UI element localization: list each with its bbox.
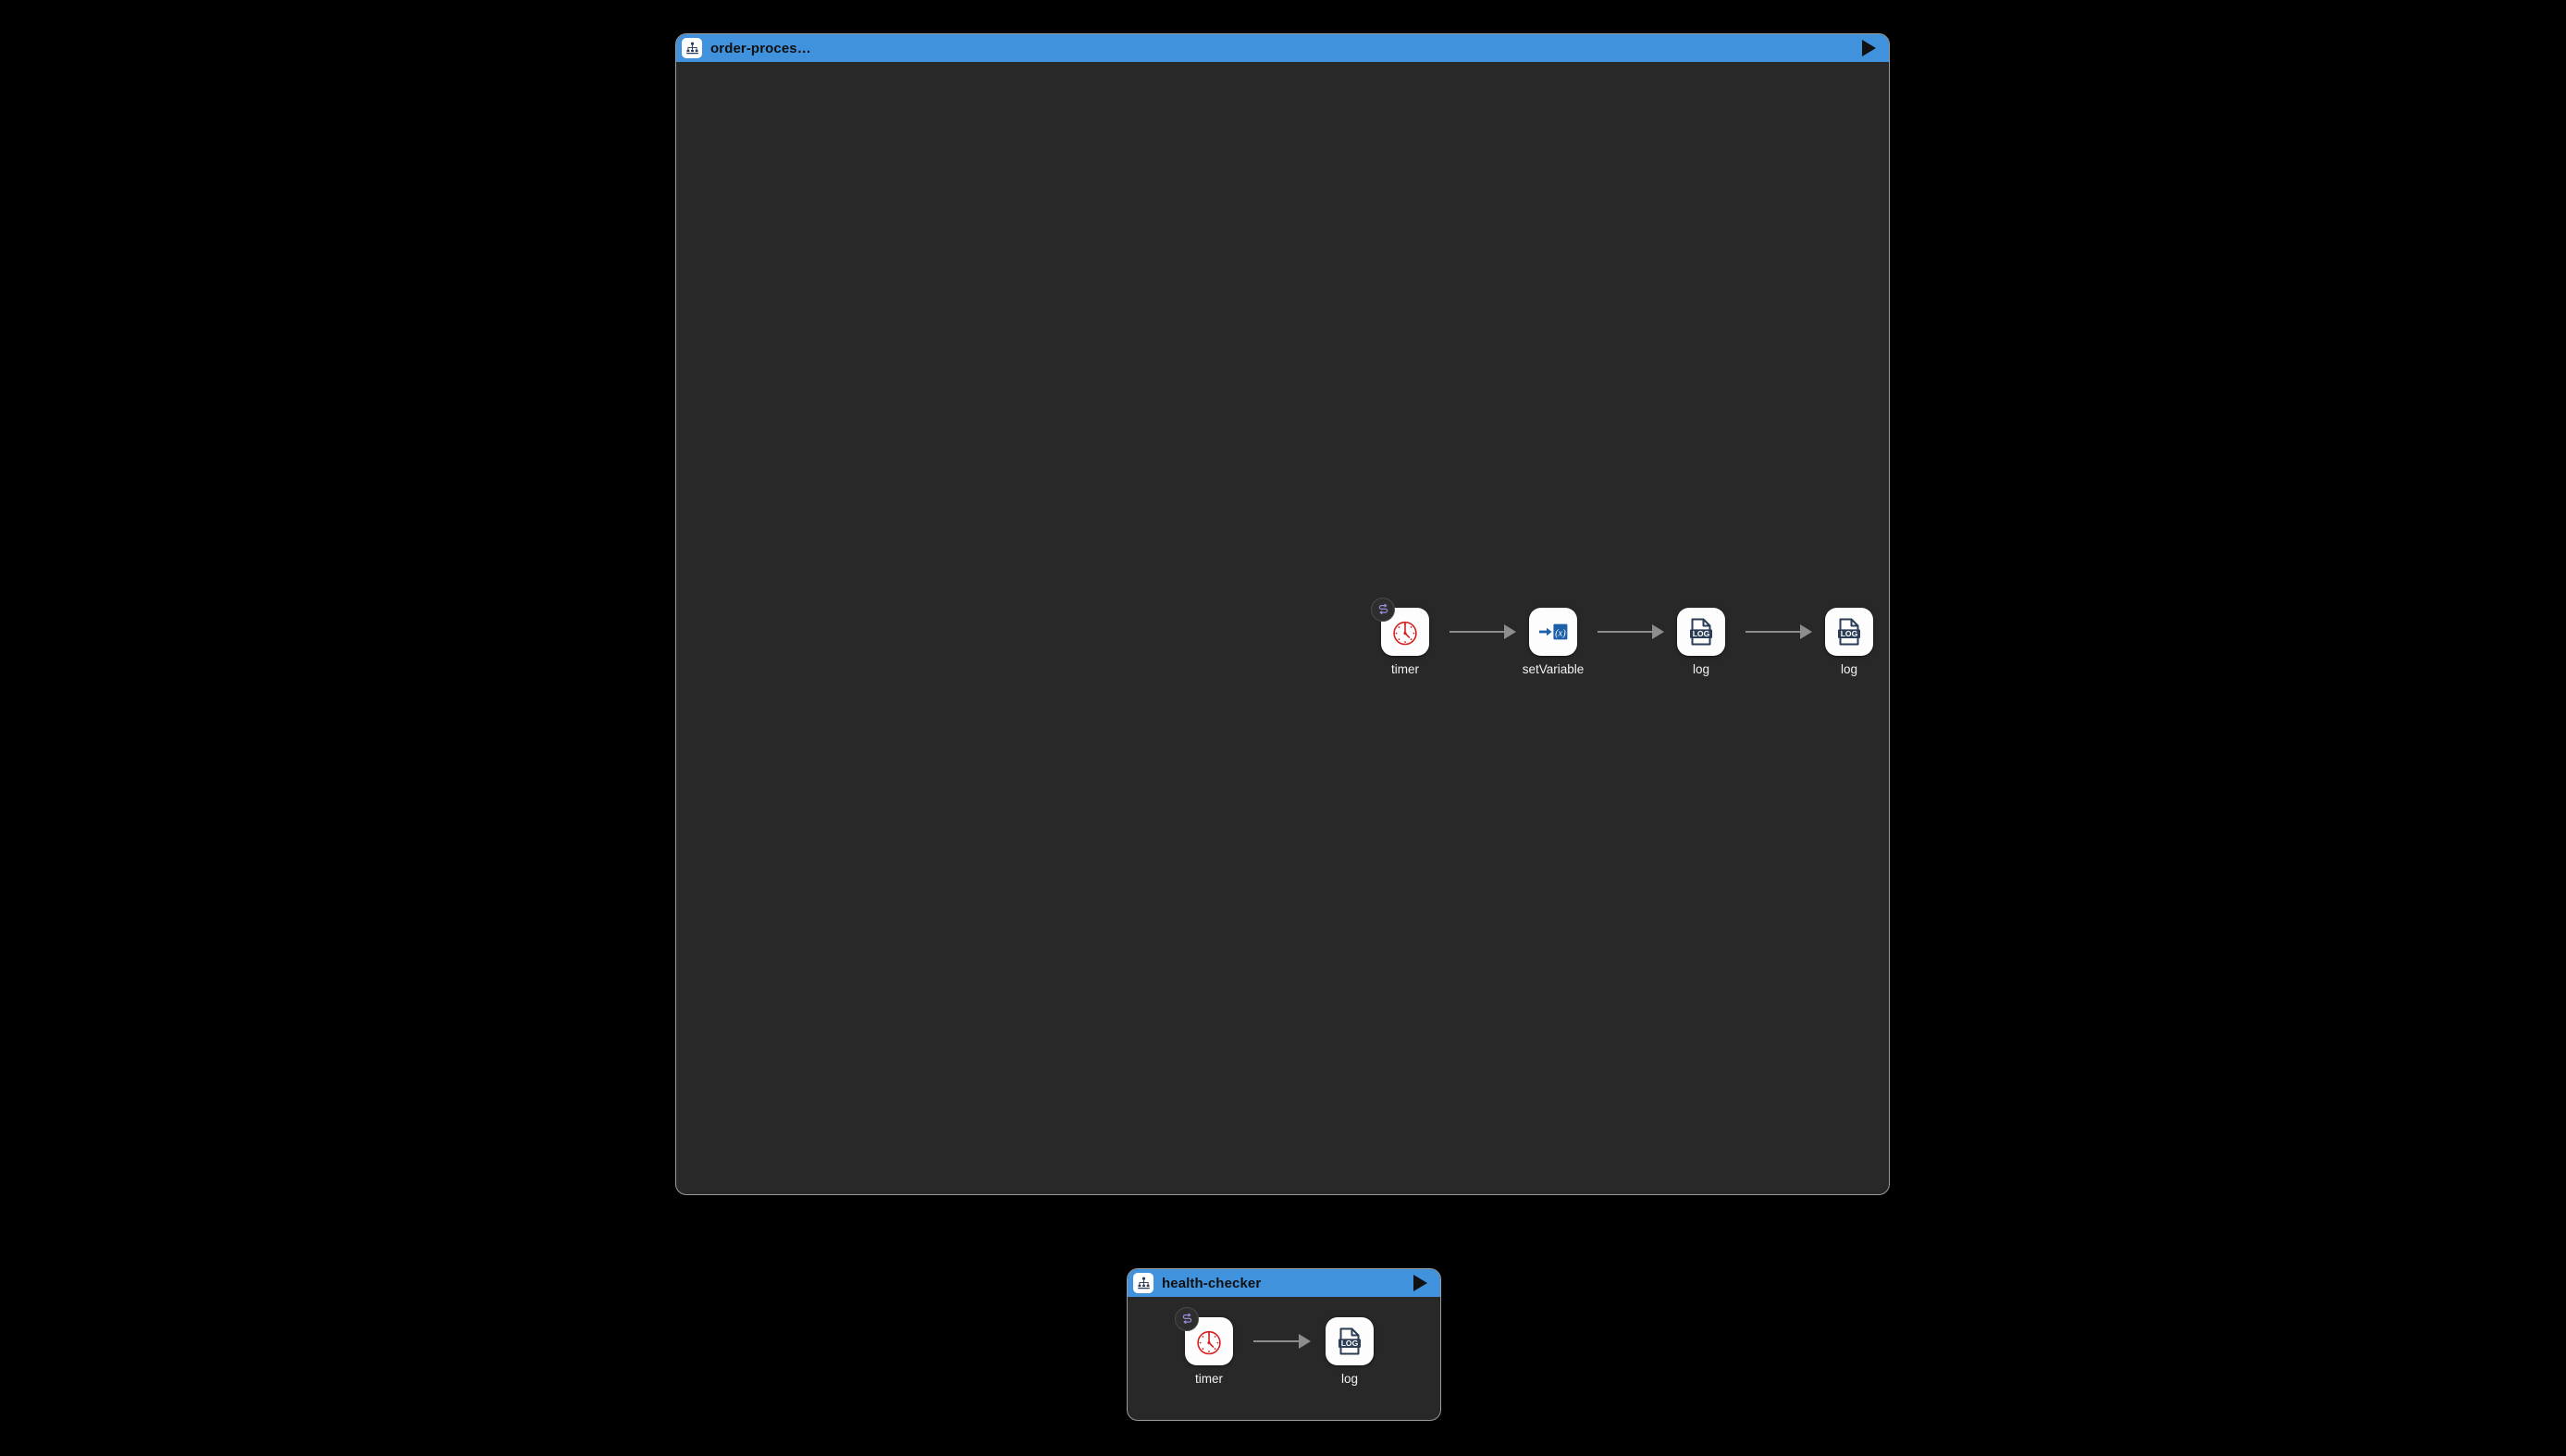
route-title: order-proces… [710,40,811,56]
connector-line [1253,1340,1299,1342]
svg-text:LOG: LOG [1341,1339,1359,1348]
timer-clock-icon [1197,1330,1221,1355]
connector-log1-to-log2 [1746,624,1812,639]
node-icon-box[interactable]: (x) [1529,608,1577,656]
node-label: setVariable [1522,662,1585,676]
route-badge-icon [1371,598,1395,622]
route-body-order-processing: timer (x) setVariable [676,62,1889,1194]
route-header-order-processing[interactable]: order-proces… [676,34,1889,62]
connector-timer-to-log [1253,1334,1311,1349]
connector-timer-to-setvariable [1450,624,1516,639]
connector-line [1746,631,1800,633]
node-timer[interactable]: timer [1370,598,1440,676]
node-log[interactable]: LOG log [1314,1317,1385,1386]
timer-clock-icon [1393,621,1417,646]
node-timer[interactable]: timer [1174,1307,1244,1386]
route-title: health-checker [1162,1275,1262,1291]
connector-arrowhead [1800,624,1812,639]
connector-line [1598,631,1652,633]
connector-arrowhead [1504,624,1516,639]
node-label: log [1840,662,1857,676]
node-label: log [1692,662,1709,676]
log-file-icon: LOG [1339,1327,1361,1355]
node-icon-box[interactable] [1371,598,1429,656]
route-panel-order-processing[interactable]: order-proces… [675,33,1890,1195]
log-file-icon: LOG [1838,618,1860,646]
node-setvariable[interactable]: (x) setVariable [1518,608,1588,676]
route-play-button[interactable] [1413,1275,1427,1291]
node-icon-box[interactable]: LOG [1326,1317,1374,1365]
connector-arrowhead [1299,1334,1311,1349]
route-badge-icon [1175,1307,1199,1331]
svg-text:LOG: LOG [1693,629,1710,638]
connector-arrowhead [1652,624,1664,639]
node-label: log [1340,1372,1358,1386]
route-panel-health-checker[interactable]: health-checker [1127,1268,1441,1421]
node-log-2[interactable]: LOG log [1814,608,1884,676]
set-variable-icon: (x) [1539,623,1568,640]
route-body-health-checker: timer LOG log [1128,1297,1440,1420]
node-icon-box[interactable]: LOG [1825,608,1873,656]
node-label: timer [1195,1372,1223,1386]
route-hierarchy-icon [1133,1273,1153,1293]
connector-line [1450,631,1504,633]
route-header-health-checker[interactable]: health-checker [1128,1269,1440,1297]
connector-setvariable-to-log1 [1598,624,1664,639]
node-label: timer [1391,662,1419,676]
route-play-button[interactable] [1862,40,1876,56]
route-hierarchy-icon [682,38,702,58]
svg-text:LOG: LOG [1841,629,1858,638]
node-icon-box[interactable]: LOG [1677,608,1725,656]
node-log-1[interactable]: LOG log [1666,608,1736,676]
node-icon-box[interactable] [1175,1307,1233,1365]
svg-text:(x): (x) [1555,628,1566,638]
log-file-icon: LOG [1690,618,1712,646]
